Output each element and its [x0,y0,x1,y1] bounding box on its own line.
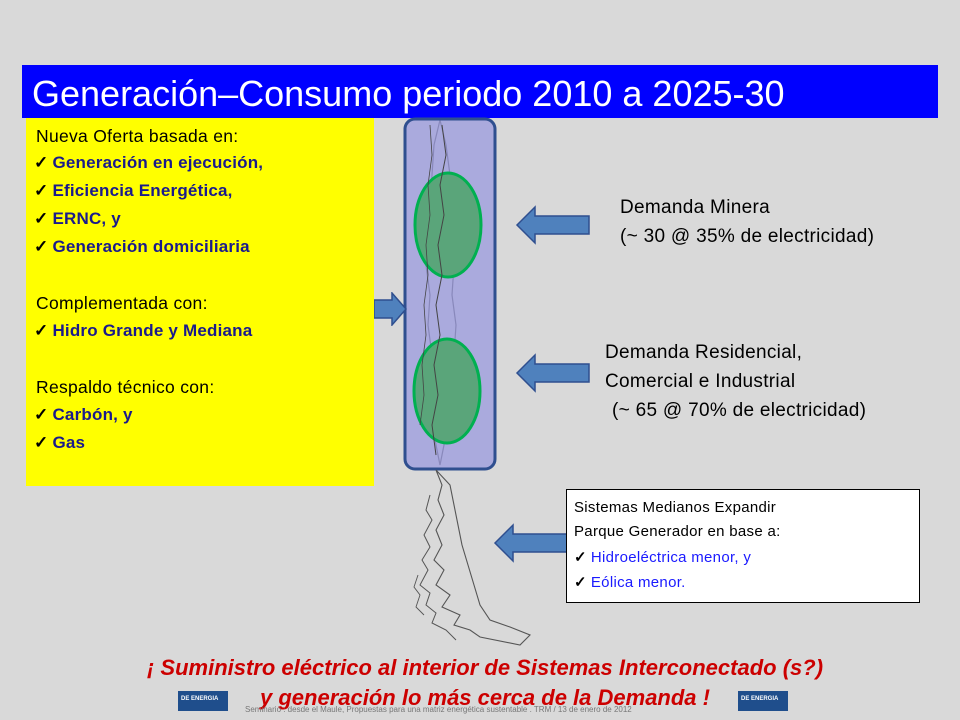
offer-item: ✓ERNC, y [34,209,121,228]
check-icon: ✓ [34,181,49,200]
offer-item: ✓Eficiencia Energética, [34,181,233,200]
backup-item: ✓Carbón, y [34,405,133,424]
residential-demand-ellipse [412,337,482,445]
check-icon: ✓ [34,237,49,256]
complement-heading: Complementada con: [36,293,208,313]
check-icon: ✓ [34,321,49,340]
backup-item: ✓Gas [34,433,86,452]
residential-demand-label: Demanda Residencial, Comercial e Industr… [605,342,867,421]
footer-text: Seminario : desde el Maule, Propuestas p… [245,705,632,714]
complement-item: ✓Hidro Grande y Mediana [34,321,253,340]
offer-heading: Nueva Oferta basada en: [36,126,239,146]
arrow-left-icon [493,523,568,563]
chile-map-diagram [403,117,531,646]
check-icon: ✓ [34,153,49,172]
medium-systems-item: ✓Eólica menor. [574,574,686,591]
patagonia-outline [433,469,531,646]
check-icon: ✓ [574,549,587,566]
mining-demand-ellipse [413,171,483,279]
slide-title: Generación–Consumo periodo 2010 a 2025-3… [32,73,785,114]
medium-systems-panel: Sistemas Medianos Expandir Parque Genera… [566,489,920,603]
supply-offer-panel: Nueva Oferta basada en: ✓Generación en e… [26,118,374,486]
check-icon: ✓ [574,574,587,591]
title-bar: Generación–Consumo periodo 2010 a 2025-3… [22,65,938,118]
check-icon: ✓ [34,209,49,228]
mining-demand-label: Demanda Minera (~ 30 @ 35% de electricid… [620,197,875,247]
check-icon: ✓ [34,433,49,452]
arrow-right-icon [373,292,407,326]
ministry-logo-right: DE ENERGIA [738,691,788,711]
offer-item: ✓Generación domiciliaria [34,237,250,256]
ministry-logo-left: DE ENERGIA [178,691,228,711]
conclusion-line-2: y generación lo más cerca de la Demanda … [260,685,710,710]
arrow-left-icon [515,353,590,393]
offer-item: ✓Generación en ejecución, [34,153,264,172]
conclusion-line-1: ¡ Suministro eléctrico al interior de Si… [146,655,824,680]
arrow-left-icon [515,205,590,245]
check-icon: ✓ [34,405,49,424]
backup-heading: Respaldo técnico con: [36,377,215,397]
medium-systems-item: ✓Hidroeléctrica menor, y [574,549,752,566]
